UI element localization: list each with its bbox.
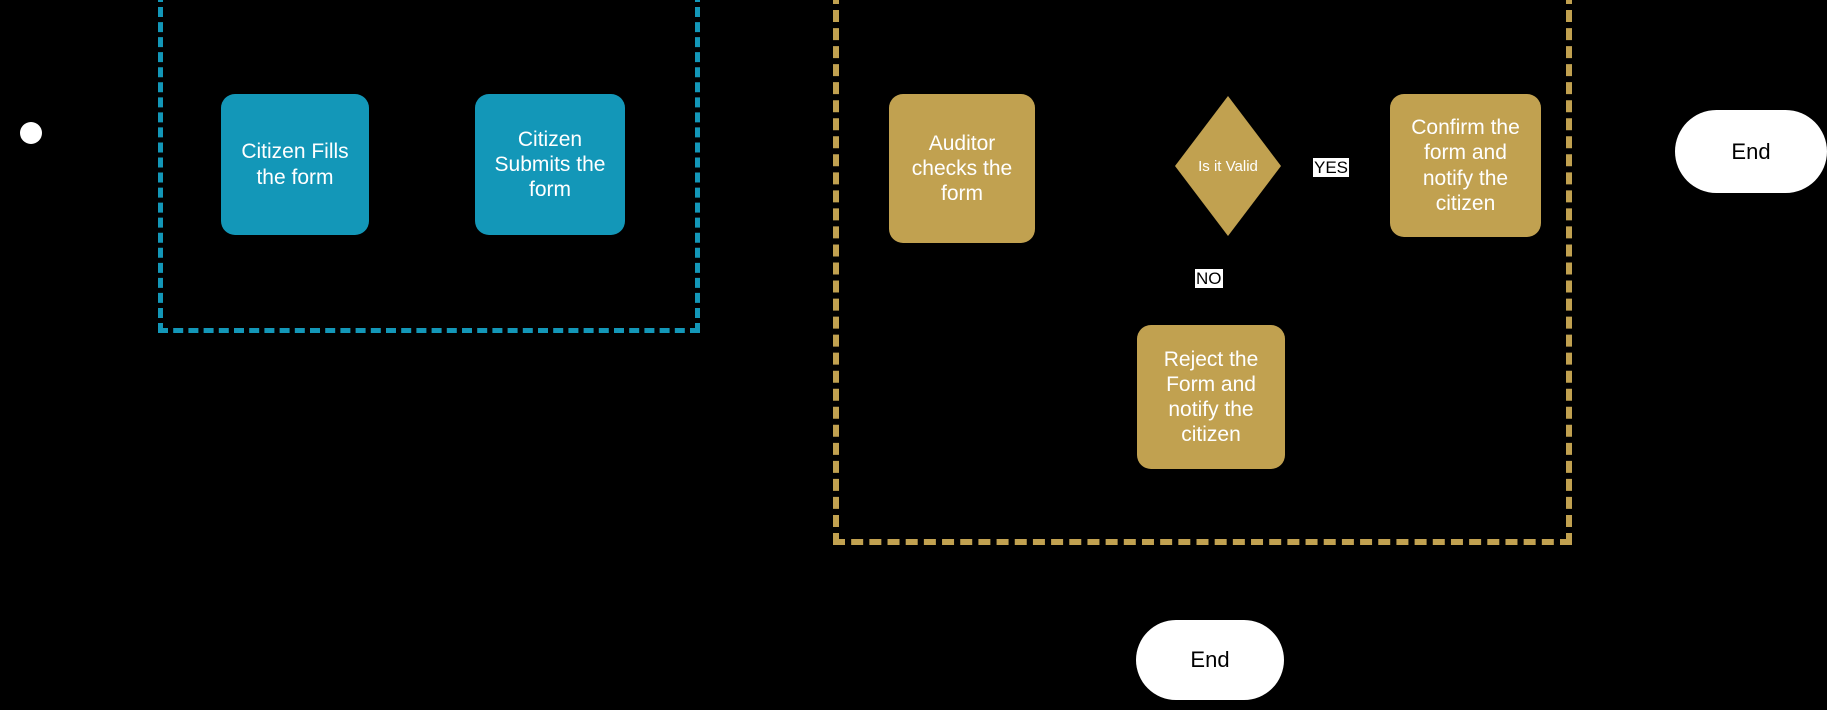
node-citizen-fills-the-form[interactable]: Citizen Fills the form: [221, 94, 369, 235]
end-node-right[interactable]: End: [1675, 110, 1827, 193]
edge-label-no: NO: [1195, 269, 1223, 288]
citizen-lane-group: [158, 0, 700, 333]
auditor-lane-group: [833, 0, 1572, 545]
edge-label-yes: YES: [1313, 158, 1350, 177]
end-node-bottom[interactable]: End: [1136, 620, 1284, 700]
node-reject-form-and-notify-citizen[interactable]: Reject the Form and notify the citizen: [1137, 325, 1285, 469]
node-auditor-checks-the-form[interactable]: Auditor checks the form: [889, 94, 1035, 243]
start-node[interactable]: [20, 122, 42, 144]
node-is-it-valid-decision[interactable]: Is it Valid: [1175, 96, 1281, 236]
decision-label: Is it Valid: [1198, 157, 1258, 175]
node-citizen-submits-the-form[interactable]: Citizen Submits the form: [475, 94, 625, 235]
node-confirm-form-and-notify-citizen[interactable]: Confirm the form and notify the citizen: [1390, 94, 1541, 237]
